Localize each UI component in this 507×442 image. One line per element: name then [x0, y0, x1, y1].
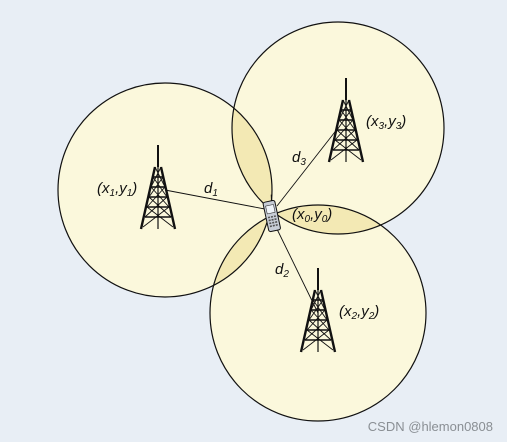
coverage-circle-1-outline: [57, 82, 273, 298]
distance-label-d1: d1: [204, 180, 218, 199]
distance-line-2: [274, 224, 319, 314]
watermark: CSDN @hlemon0808: [368, 419, 493, 434]
tower-1-coordinate-label: (x1,y1): [97, 180, 137, 199]
coverage-circle-2-outline: [209, 204, 427, 422]
distance-line-1: [164, 189, 271, 211]
mobile-phone-icon: [262, 194, 281, 233]
distance-label-d2: d2: [275, 261, 289, 280]
coverage-circle-3-outline: [231, 21, 445, 235]
tower-3-coordinate-label: (x3,y3): [366, 113, 406, 132]
tower-2-coordinate-label: (x2,y2): [339, 303, 379, 322]
distance-label-d3: d3: [292, 149, 306, 168]
distance-line-3: [276, 127, 339, 207]
phone-coordinate-label: (x0,y0): [292, 206, 332, 225]
